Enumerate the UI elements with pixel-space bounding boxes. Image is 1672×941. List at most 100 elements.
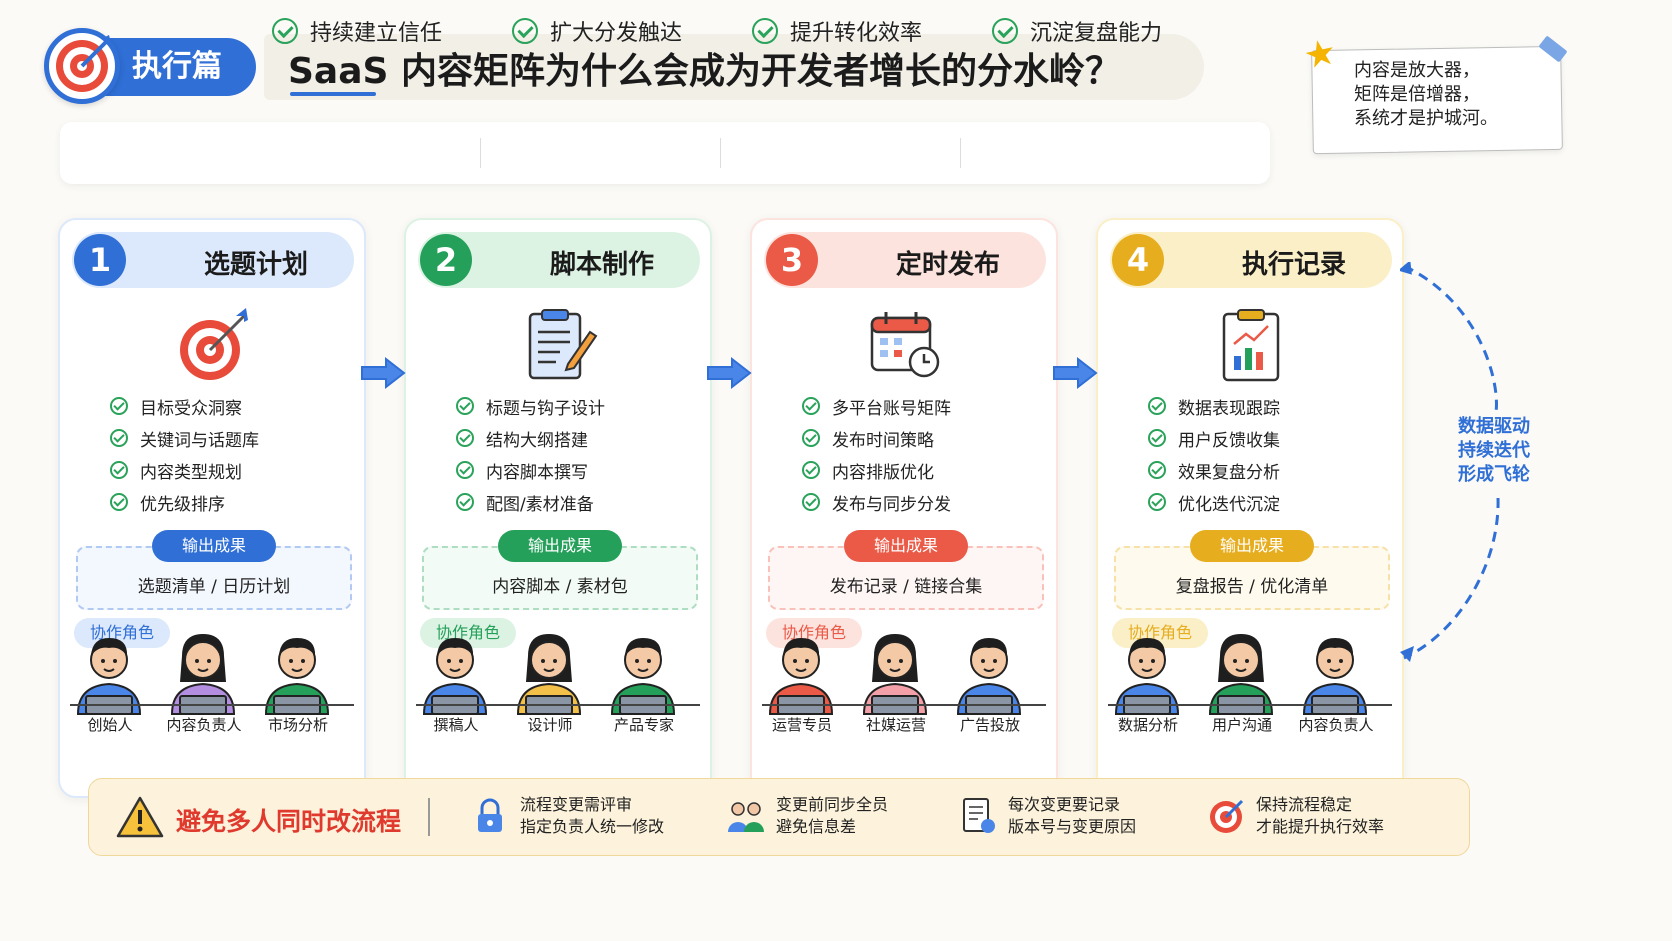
step-number: 2 xyxy=(420,234,472,286)
person-avatar xyxy=(756,626,846,716)
step-item: 结构大纲搭建 xyxy=(456,422,605,454)
document-record-icon xyxy=(963,798,995,833)
check-icon xyxy=(110,461,128,479)
role-name: 市场分析 xyxy=(267,716,328,734)
role-name: 社媒运营 xyxy=(865,716,926,734)
role-name: 数据分析 xyxy=(1117,716,1178,734)
step-number: 4 xyxy=(1112,234,1164,286)
desk-line xyxy=(70,704,354,706)
report-chart-icon xyxy=(1212,306,1292,386)
step-items: 目标受众洞察关键词与话题库内容类型规划优先级排序 xyxy=(110,390,259,518)
note-line: 内容是放大器， xyxy=(1354,60,1480,81)
step-item: 用户反馈收集 xyxy=(1148,422,1280,454)
step-item: 内容排版优化 xyxy=(802,454,951,486)
pillar-item: 持续建立信任 xyxy=(272,14,442,48)
note-line: 矩阵是倍增器， xyxy=(1354,84,1480,105)
step-title: 脚本制作 xyxy=(549,250,654,280)
desk-line xyxy=(416,704,700,706)
check-icon xyxy=(802,461,820,479)
right-arrow-icon xyxy=(707,356,752,390)
section-badge: 执行篇 xyxy=(96,38,256,96)
step-item: 内容脚本撰写 xyxy=(456,454,605,486)
page-title: SaaS 内容矩阵为什么会成为开发者增长的分水岭？ xyxy=(288,51,1121,92)
output-label: 输出成果 xyxy=(1190,530,1314,562)
step-item: 效果复盘分析 xyxy=(1148,454,1280,486)
check-icon xyxy=(456,461,474,479)
right-arrow-icon xyxy=(361,356,406,390)
step-item: 优化迭代沉淀 xyxy=(1148,486,1280,518)
role-name: 内容负责人 xyxy=(1298,716,1374,734)
person-avatar xyxy=(158,626,248,716)
check-icon xyxy=(456,429,474,447)
pillar-bar xyxy=(60,122,1270,184)
step-items: 标题与钩子设计结构大纲搭建内容脚本撰写配图/素材准备 xyxy=(456,390,605,518)
warning-icon xyxy=(116,796,164,838)
tip-item: 每次变更要记录版本号与变更原因 xyxy=(958,794,1136,838)
script-document-icon xyxy=(520,306,600,386)
step-items: 多平台账号矩阵发布时间策略内容排版优化发布与同步分发 xyxy=(802,390,951,518)
step-item: 标题与钩子设计 xyxy=(456,390,605,422)
check-icon xyxy=(110,429,128,447)
target-icon xyxy=(1210,799,1244,833)
person-avatar xyxy=(504,626,594,716)
check-icon xyxy=(110,397,128,415)
person-avatar xyxy=(64,626,154,716)
step-title: 执行记录 xyxy=(1241,250,1346,280)
divider xyxy=(720,138,721,168)
note-line: 系统才是护城河。 xyxy=(1354,108,1498,129)
desk-line xyxy=(1108,704,1392,706)
divider xyxy=(960,138,961,168)
calendar-icon xyxy=(866,306,946,386)
target-icon xyxy=(174,306,254,386)
flywheel-label: 数据驱动 xyxy=(1458,416,1530,437)
flywheel-label: 形成飞轮 xyxy=(1458,464,1530,485)
divider xyxy=(428,798,430,836)
person-avatar xyxy=(944,626,1034,716)
check-icon xyxy=(802,429,820,447)
tip-item: 保持流程稳定才能提升执行效率 xyxy=(1206,794,1384,838)
tip-item: 流程变更需评审指定负责人统一修改 xyxy=(470,794,664,838)
role-name: 撰稿人 xyxy=(433,716,479,734)
check-icon xyxy=(1148,493,1166,511)
warning-text: 避免多人同时改流程 xyxy=(176,807,402,836)
step-item: 发布时间策略 xyxy=(802,422,951,454)
flywheel-arc xyxy=(1400,262,1500,662)
person-avatar xyxy=(1196,626,1286,716)
tip-item: 变更前同步全员避免信息差 xyxy=(726,794,888,838)
output-label: 输出成果 xyxy=(152,530,276,562)
check-icon xyxy=(802,397,820,415)
divider xyxy=(480,138,481,168)
check-icon xyxy=(992,18,1018,44)
role-name: 设计师 xyxy=(527,716,573,734)
step-item: 优先级排序 xyxy=(110,486,259,518)
check-icon xyxy=(802,493,820,511)
step-item: 多平台账号矩阵 xyxy=(802,390,951,422)
role-name: 运营专员 xyxy=(771,716,832,734)
step-number: 3 xyxy=(766,234,818,286)
check-icon xyxy=(272,18,298,44)
check-icon xyxy=(456,397,474,415)
star-icon: ★ xyxy=(1300,31,1341,78)
person-avatar xyxy=(1290,626,1380,716)
step-title: 定时发布 xyxy=(895,250,1000,280)
output-text: 选题清单 / 日历计划 xyxy=(137,577,291,597)
pillar-item: 扩大分发触达 xyxy=(512,14,682,48)
right-arrow-icon xyxy=(1053,356,1098,390)
step-item: 目标受众洞察 xyxy=(110,390,259,422)
step-item: 关键词与话题库 xyxy=(110,422,259,454)
pillar-item: 提升转化效率 xyxy=(752,14,922,48)
output-text: 发布记录 / 链接合集 xyxy=(829,577,983,597)
step-title: 选题计划 xyxy=(203,250,308,280)
output-text: 内容脚本 / 素材包 xyxy=(492,577,628,597)
step-item: 数据表现跟踪 xyxy=(1148,390,1280,422)
person-avatar xyxy=(252,626,342,716)
title-underline xyxy=(290,92,376,96)
check-icon xyxy=(752,18,778,44)
person-avatar xyxy=(1102,626,1192,716)
person-avatar xyxy=(410,626,500,716)
check-icon xyxy=(456,493,474,511)
